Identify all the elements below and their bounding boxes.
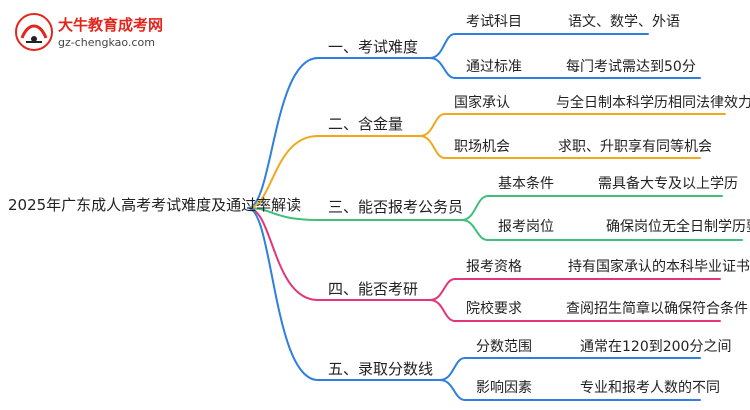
branch-4-item-1-label: 报考资格 (466, 259, 522, 275)
branch-5-item-1-label: 分数范围 (476, 339, 532, 355)
branch-3-connector (247, 207, 319, 221)
branch-2-item-2-connector (419, 135, 446, 159)
branch-5-item-2-value: 专业和报考人数的不同 (580, 380, 720, 396)
branch-4-item-1-value: 持有国家承认的本科毕业证书 (568, 259, 750, 275)
branch-5-label: 五、录取分数线 (328, 360, 434, 378)
branch-2-connector (247, 135, 319, 209)
branch-3-label: 三、能否报考公务员 (328, 198, 464, 216)
branch-3-item-1-connector (461, 195, 489, 221)
branch-1-item-1-label: 考试科目 (466, 14, 522, 30)
logo-badge-icon (15, 13, 53, 51)
branch-4-item-1-connector (429, 278, 456, 301)
branch-3-item-1-label: 基本条件 (498, 176, 554, 192)
branch-1-item-2-label: 通过标准 (466, 59, 522, 75)
branch-1-item-2-connector (429, 57, 456, 79)
branch-5-item-1-value: 通常在120到200分之间 (580, 339, 732, 355)
branch-2-item-1-connector (419, 113, 446, 137)
logo-name: 大牛教育成考网 (58, 16, 164, 34)
branch-4-item-2-value: 查阅招生简章以确保符合条件 (566, 301, 748, 317)
branch-4-item-2-label: 院校要求 (466, 301, 522, 317)
logo-url: gz-chengkao.com (58, 36, 155, 49)
branch-4-connector (247, 207, 319, 301)
branch-2-item-2-value: 求职、升职享有同等机会 (558, 139, 712, 155)
root-title: 2025年广东成人高考考试难度及通过率解读 (8, 196, 302, 214)
branch-3-item-2-label: 报考岗位 (498, 219, 554, 235)
branch-1-item-2-value: 每门考试需达到50分 (566, 59, 696, 75)
branch-1-label: 一、考试难度 (328, 38, 419, 56)
branch-2-item-1-value: 与全日制本科学历相同法律效力 (556, 95, 750, 111)
branch-1-connector (247, 57, 319, 209)
branch-5-connector (247, 207, 319, 381)
branch-5-item-1-connector (439, 357, 466, 381)
branch-3-item-2-connector (461, 219, 489, 241)
branch-2-item-2-label: 职场机会 (454, 139, 510, 155)
branch-4-label: 四、能否考研 (328, 280, 419, 298)
branch-5-item-2-connector (439, 379, 466, 401)
branch-1-item-1-connector (429, 33, 456, 59)
branch-3-item-2-value: 确保岗位无全日制学历要求 (606, 219, 750, 235)
branch-2-label: 二、含金量 (328, 115, 404, 133)
branch-3-item-1-value: 需具备大专及以上学历 (598, 176, 738, 192)
branch-4-item-2-connector (429, 299, 456, 322)
site-logo: 大牛教育成考网 gz-chengkao.com (14, 12, 164, 56)
branch-1-item-1-value: 语文、数学、外语 (568, 14, 680, 30)
branch-2-item-1-label: 国家承认 (454, 95, 510, 111)
branch-5-item-2-label: 影响因素 (476, 380, 532, 396)
